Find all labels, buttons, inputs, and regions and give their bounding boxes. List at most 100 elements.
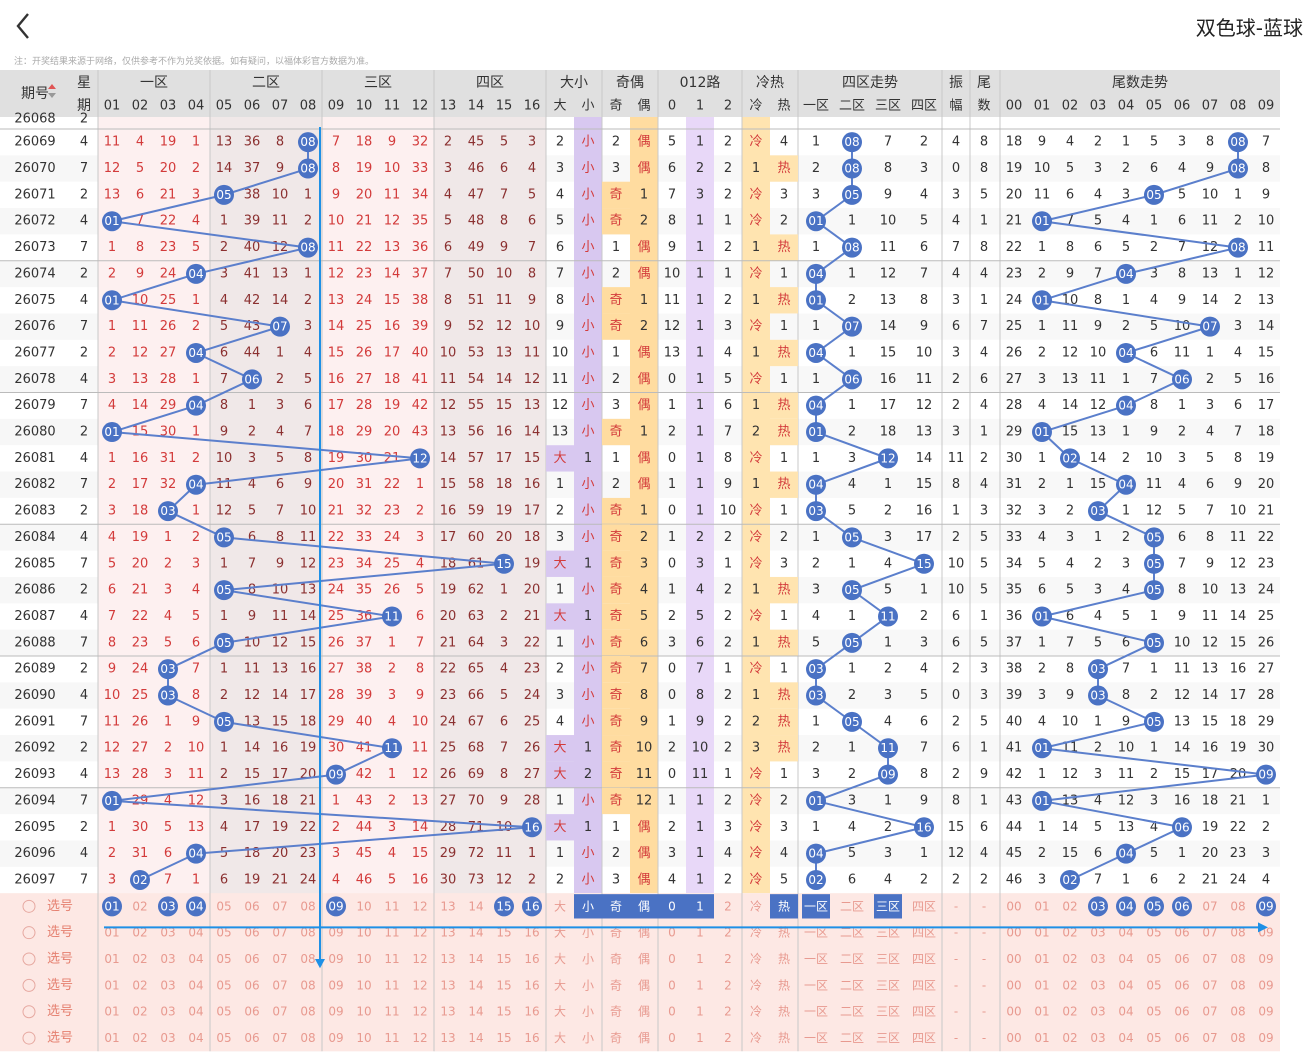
picker-attr[interactable]: 2	[724, 926, 732, 940]
selected-attr-bg[interactable]	[602, 894, 630, 919]
picker-attr[interactable]: 偶	[638, 978, 650, 992]
picker-attr[interactable]: 冷	[750, 1031, 762, 1045]
picker-number[interactable]: 11	[384, 899, 399, 913]
picker-number[interactable]: 16	[524, 952, 539, 966]
picker-number[interactable]: 12	[412, 1005, 427, 1019]
picker-digit[interactable]: 00	[1006, 899, 1021, 913]
picker-attr[interactable]: 偶	[638, 899, 650, 913]
picker-number[interactable]: 01	[104, 899, 119, 913]
picker-number[interactable]: 04	[188, 978, 203, 992]
selected-attr-bg[interactable]	[658, 894, 686, 919]
picker-number[interactable]: 10	[356, 926, 371, 940]
picker-digit[interactable]: 09	[1258, 1005, 1273, 1019]
radio-circle-icon[interactable]	[22, 978, 36, 992]
picker-attr[interactable]: 0	[668, 978, 676, 992]
picker-attr[interactable]: 0	[668, 1031, 676, 1045]
picker-label[interactable]: 选号	[47, 1004, 73, 1019]
picker-number[interactable]: 12	[412, 899, 427, 913]
picker-number[interactable]: 12	[412, 1031, 427, 1045]
picker-number[interactable]: 10	[356, 1005, 371, 1019]
picker-label[interactable]: 选号	[47, 899, 73, 914]
picker-attr[interactable]: 四区	[912, 952, 936, 966]
picker-attr[interactable]: 热	[778, 1005, 790, 1019]
picker-number[interactable]: 03	[160, 899, 175, 913]
picker-number[interactable]: 10	[356, 978, 371, 992]
picker-attr[interactable]: 一区	[804, 1005, 828, 1019]
picker-digit[interactable]: 02	[1062, 952, 1077, 966]
picker-number[interactable]: 15	[496, 1005, 511, 1019]
picker-attr[interactable]: 大	[554, 1005, 566, 1019]
selected-attr-bg[interactable]	[802, 894, 830, 919]
selected-attr-bg[interactable]	[770, 894, 798, 919]
picker-number[interactable]: 14	[468, 978, 483, 992]
picker-digit[interactable]: 01	[1034, 1005, 1049, 1019]
picker-attr[interactable]: 一区	[804, 978, 828, 992]
picker-attr[interactable]: 热	[778, 978, 790, 992]
picker-number[interactable]: 03	[160, 952, 175, 966]
picker-digit[interactable]: 00	[1006, 1005, 1021, 1019]
picker-number[interactable]: 08	[300, 926, 315, 940]
picker-digit[interactable]: 03	[1090, 1005, 1105, 1019]
picker-number[interactable]: 09	[328, 899, 343, 913]
picker-digit[interactable]: 09	[1258, 899, 1273, 913]
picker-attr[interactable]: 大	[554, 978, 566, 992]
picker-attr[interactable]: 奇	[610, 926, 622, 940]
picker-number[interactable]: 16	[524, 899, 539, 913]
picker-attr[interactable]: 小	[582, 1005, 594, 1019]
picker-number[interactable]: 14	[468, 899, 483, 913]
picker-digit[interactable]: 05	[1146, 952, 1161, 966]
picker-number[interactable]: 04	[188, 1031, 203, 1045]
picker-attr[interactable]: 1	[696, 899, 704, 913]
picker-number[interactable]: 10	[356, 899, 371, 913]
picker-number[interactable]: 01	[104, 952, 119, 966]
selected-attr-bg[interactable]	[874, 894, 902, 919]
picker-attr[interactable]: 大	[554, 1031, 566, 1045]
picker-digit[interactable]: 00	[1006, 952, 1021, 966]
picker-attr[interactable]: 奇	[610, 1005, 622, 1019]
picker-attr[interactable]: 一区	[804, 926, 828, 940]
picker-number[interactable]: 07	[272, 978, 287, 992]
picker-attr[interactable]: 2	[724, 952, 732, 966]
picker-attr[interactable]: 0	[668, 1005, 676, 1019]
picker-number[interactable]: 13	[440, 1031, 455, 1045]
picker-number[interactable]: 01	[104, 978, 119, 992]
picker-number[interactable]: 04	[188, 952, 203, 966]
picker-number[interactable]: 05	[216, 1005, 231, 1019]
picker-number[interactable]: 14	[468, 1031, 483, 1045]
picker-number[interactable]: 01	[104, 1005, 119, 1019]
picker-digit[interactable]: 05	[1146, 899, 1161, 913]
picker-digit[interactable]: 07	[1202, 978, 1217, 992]
picker-digit[interactable]: 05	[1146, 926, 1161, 940]
picker-attr[interactable]: 1	[696, 978, 704, 992]
picker-number[interactable]: 07	[272, 952, 287, 966]
selected-attr-bg[interactable]	[574, 894, 602, 919]
picker-number[interactable]: 05	[216, 899, 231, 913]
selected-digit-ball[interactable]	[1144, 896, 1164, 917]
picker-number[interactable]: 15	[496, 952, 511, 966]
picker-attr[interactable]: 2	[724, 1031, 732, 1045]
picker-digit[interactable]: 08	[1230, 978, 1245, 992]
picker-digit[interactable]: 00	[1006, 926, 1021, 940]
selected-number-ball[interactable]	[102, 896, 122, 917]
picker-digit[interactable]: 07	[1202, 899, 1217, 913]
picker-number[interactable]: 12	[412, 952, 427, 966]
picker-number[interactable]: 08	[300, 1005, 315, 1019]
picker-number[interactable]: 06	[244, 1031, 259, 1045]
picker-attr[interactable]: 三区	[876, 1031, 900, 1045]
selected-digit-ball[interactable]	[1116, 896, 1136, 917]
picker-number[interactable]: 03	[160, 1005, 175, 1019]
picker-attr[interactable]: 奇	[610, 899, 622, 913]
picker-attr[interactable]: 冷	[750, 978, 762, 992]
picker-attr[interactable]: 三区	[876, 978, 900, 992]
picker-attr[interactable]: 大	[554, 952, 566, 966]
picker-number[interactable]: 03	[160, 1031, 175, 1045]
picker-digit[interactable]: 03	[1090, 952, 1105, 966]
picker-attr[interactable]: 四区	[912, 1031, 936, 1045]
picker-number[interactable]: 08	[300, 978, 315, 992]
issue-header[interactable]: 期号	[21, 86, 49, 102]
picker-digit[interactable]: 06	[1174, 978, 1189, 992]
picker-attr[interactable]: 二区	[840, 1005, 864, 1019]
sort-arrows-icon[interactable]	[48, 84, 56, 89]
picker-number[interactable]: 07	[272, 926, 287, 940]
picker-number[interactable]: 08	[300, 899, 315, 913]
